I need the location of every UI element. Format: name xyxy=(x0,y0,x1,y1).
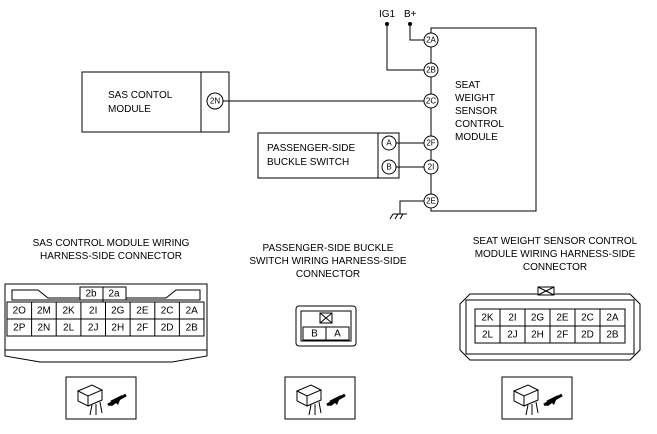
seat-cell: 2I xyxy=(508,313,516,324)
connector-probe-icon xyxy=(65,376,137,420)
sas-module-line2: MODULE xyxy=(108,104,151,115)
seat-cell: 2F xyxy=(557,330,569,341)
buckle-cell-b: B xyxy=(311,329,318,340)
sas-connector-title2: HARNESS-SIDE CONNECTOR xyxy=(40,251,182,262)
sas-cell: 2B xyxy=(186,323,199,334)
seat-cell: 2K xyxy=(481,313,494,324)
sas-cell: 2H xyxy=(111,323,124,334)
bplus-label: B+ xyxy=(404,9,417,20)
seat-connector-title1: SEAT WEIGHT SENSOR CONTROL xyxy=(473,236,638,247)
buckle-switch-pin-b: B xyxy=(381,159,397,175)
seat-cell: 2C xyxy=(581,313,594,324)
connector-probe-icon xyxy=(501,376,573,420)
sas-cell-2b: 2b xyxy=(85,289,97,300)
seat-module-line5: MODULE xyxy=(455,132,498,143)
svg-text:2N: 2N xyxy=(210,97,220,106)
seat-connector-title3: CONNECTOR xyxy=(523,262,587,273)
svg-text:2F: 2F xyxy=(426,139,435,148)
seat-module-line2: WEIGHT xyxy=(455,93,495,104)
buckle-connector-title2: SWITCH WIRING HARNESS-SIDE xyxy=(249,256,407,267)
ig1-label: IG1 xyxy=(379,9,396,20)
buckle-connector-title1: PASSENGER-SIDE BUCKLE xyxy=(263,243,394,254)
buckle-switch-box xyxy=(257,132,400,179)
buckle-connector-title3: CONNECTOR xyxy=(296,269,360,280)
sas-cell: 2K xyxy=(62,306,75,317)
buckle-switch-pin-a: A xyxy=(381,135,397,151)
sas-cell: 2M xyxy=(37,306,51,317)
seat-module-pin-2a: 2A xyxy=(423,32,439,48)
sas-cell: 2P xyxy=(13,323,26,334)
connector-probe-icon xyxy=(284,376,356,420)
sas-cell: 2O xyxy=(13,306,27,317)
seat-connector-title2: MODULE WIRING HARNESS-SIDE xyxy=(475,249,636,260)
sas-cell: 2E xyxy=(136,306,149,317)
sas-cell: 2I xyxy=(89,306,97,317)
svg-text:2I: 2I xyxy=(428,163,435,172)
buckle-connector xyxy=(295,305,357,347)
seat-module-pin-2b: 2B xyxy=(423,62,439,78)
sas-cell-2a: 2a xyxy=(108,289,120,300)
sas-cell: 2G xyxy=(111,306,125,317)
seat-cell: 2D xyxy=(581,330,594,341)
sas-module-pin-2n: 2N xyxy=(206,92,224,110)
seat-cell: 2J xyxy=(507,330,518,341)
sas-cell: 2C xyxy=(161,306,174,317)
ground-icon xyxy=(389,213,407,220)
sas-connector-title1: SAS CONTROL MODULE WIRING xyxy=(33,238,190,249)
seat-cell: 2G xyxy=(531,313,545,324)
seat-module-line3: SENSOR xyxy=(455,106,497,117)
buckle-cell-a: A xyxy=(334,329,341,340)
sas-cell: 2N xyxy=(38,323,51,334)
sas-cell: 2D xyxy=(161,323,174,334)
sas-cell: 2L xyxy=(63,323,75,334)
seat-module-line4: CONTROL xyxy=(455,119,504,130)
ground-wire xyxy=(399,200,424,214)
seat-module-pin-2c: 2C xyxy=(423,93,439,109)
buckle-switch-line2: BUCKLE SWITCH xyxy=(267,157,349,168)
sas-cell: 2A xyxy=(186,306,199,317)
sas-module-line1: SAS CONTOL xyxy=(108,90,173,101)
seat-weight-module-box xyxy=(430,27,537,212)
seat-cell: 2B xyxy=(606,330,619,341)
svg-text:2E: 2E xyxy=(426,197,436,206)
seat-module-line1: SEAT xyxy=(455,80,480,91)
svg-text:A: A xyxy=(386,139,392,148)
svg-text:2B: 2B xyxy=(426,66,436,75)
svg-text:B: B xyxy=(386,163,391,172)
bplus-wire xyxy=(409,24,424,41)
seat-module-pin-2e: 2E xyxy=(423,193,439,209)
seat-cell: 2H xyxy=(531,330,544,341)
sas-cell: 2J xyxy=(88,323,99,334)
svg-text:2C: 2C xyxy=(426,97,436,106)
svg-text:2A: 2A xyxy=(426,36,436,45)
seat-cell: 2E xyxy=(556,313,569,324)
sas-module-box xyxy=(81,71,230,133)
seat-module-pin-2f: 2F xyxy=(423,135,439,151)
seat-module-pin-2i: 2I xyxy=(423,159,439,175)
seat-cell: 2L xyxy=(482,330,494,341)
seat-cell: 2A xyxy=(606,313,619,324)
sas-connector xyxy=(4,283,208,363)
seat-connector xyxy=(459,286,641,361)
buckle-switch-line1: PASSENGER-SIDE xyxy=(267,143,355,154)
ig1-wire xyxy=(386,24,424,71)
sas-cell: 2F xyxy=(137,323,149,334)
